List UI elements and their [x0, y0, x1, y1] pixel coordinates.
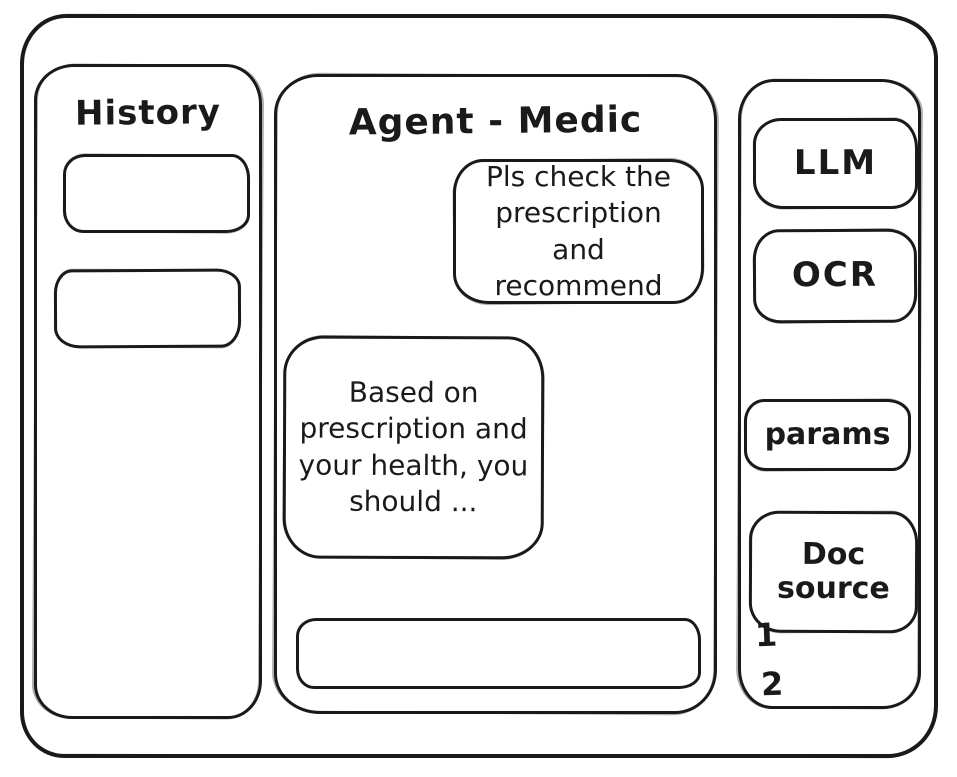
chat-panel: Agent - Medic Pls check the prescription… — [274, 74, 717, 714]
history-item[interactable] — [63, 154, 250, 233]
chat-title: Agent - Medic — [348, 99, 643, 144]
doc-source-item-2[interactable]: 2 — [760, 664, 784, 704]
app-frame: History Agent - Medic Pls check the pres… — [20, 14, 938, 758]
history-title: History — [74, 92, 222, 134]
history-item[interactable] — [53, 268, 242, 349]
chat-input[interactable] — [296, 618, 701, 689]
history-panel: History — [34, 64, 262, 719]
assistant-message-bubble: Based on prescription and your health, y… — [282, 335, 545, 560]
params-button[interactable]: params — [744, 399, 911, 471]
user-message-bubble: Pls check the prescription and recommend — [453, 159, 704, 304]
llm-button[interactable]: LLM — [753, 118, 918, 209]
ocr-button[interactable]: OCR — [752, 228, 918, 324]
doc-source-item-1[interactable]: 1 — [754, 615, 778, 655]
tools-panel: LLM OCR params Doc source 1 2 — [738, 79, 921, 709]
